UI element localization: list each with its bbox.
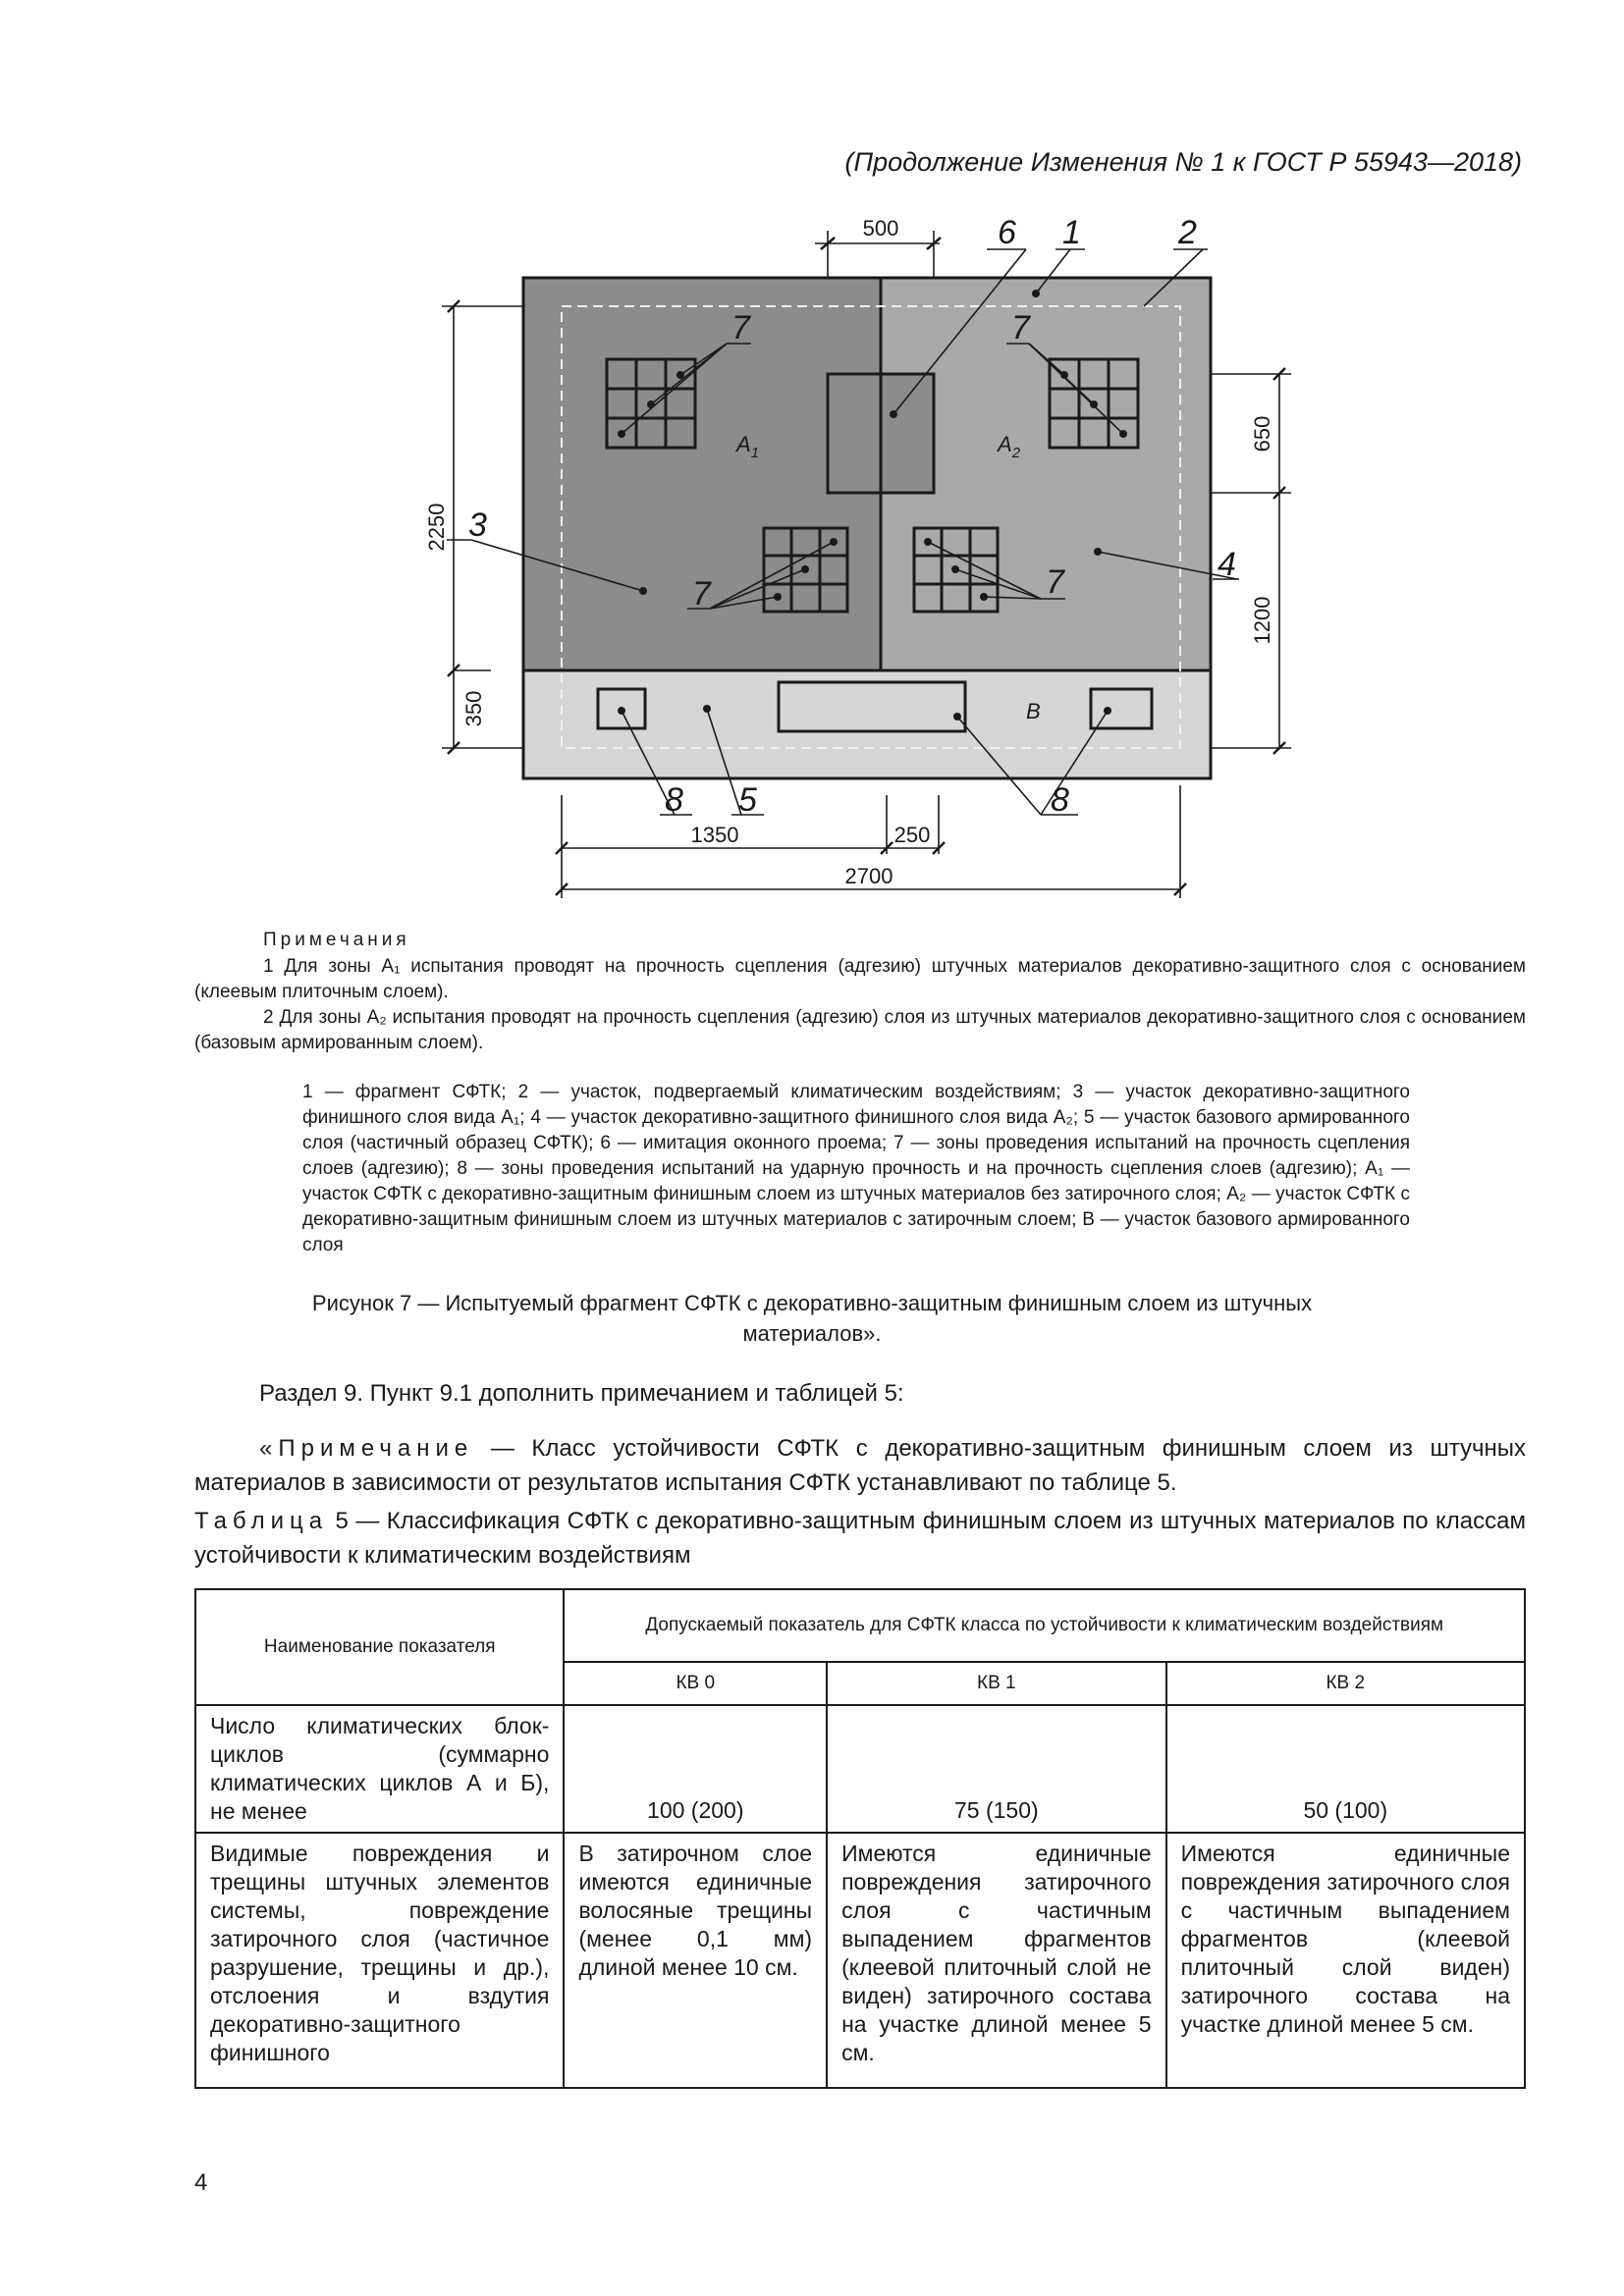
document-header: (Продолжение Изменения № 1 к ГОСТ Р 5594… [844,147,1522,177]
impact-zone-left [596,687,647,730]
zone-a2-label: A2 [996,432,1021,461]
dim-350: 350 [461,691,486,727]
row-name: Число климатических блок-циклов (суммарн… [193,1704,566,1834]
callout-4: 4 [1218,546,1236,583]
callout-2: 2 [1177,214,1197,251]
header-class-kv2: КВ 2 [1164,1661,1527,1706]
note-2: 2 Для зоны A₂ испытания проводят на проч… [194,1007,1526,1053]
zone-a2-area [881,278,1211,670]
row-value: Имеются единичные повреждения затирочног… [826,1832,1167,2089]
dim-2700: 2700 [845,864,893,888]
header-class-kv0: КВ 0 [563,1661,829,1706]
table-caption-text: 5 — Классификация СФТК с декоративно-защ… [194,1508,1526,1569]
test-grid-2 [1048,357,1140,450]
page-number: 4 [194,2169,208,2196]
table-label: Таблица [194,1508,329,1534]
figure-legend: 1 — фрагмент СФТК; 2 — участок, подверга… [302,1082,1410,1255]
callout-7: 7 [1046,563,1065,601]
row-value: 75 (150) [826,1704,1167,1834]
callout-6: 6 [998,214,1016,251]
row-value: В затирочном слое имеются единичные воло… [563,1832,829,2089]
row-value: 50 (100) [1164,1704,1527,1834]
section-heading: Раздел 9. Пункт 9.1 дополнить примечание… [259,1380,904,1407]
header-class-kv1: КВ 1 [826,1661,1167,1706]
note-text: — Класс устойчивости СФТК с декоративно-… [194,1435,1526,1496]
callout-5: 5 [738,781,757,819]
row-name: Видимые повреждения и трещины штучных эл… [193,1832,566,2089]
figure-drawing: 500 650 1200 2250 350 1350 250 2700 6 1 … [424,214,1291,898]
callout-7: 7 [692,575,712,613]
dim-500: 500 [863,216,899,240]
row-value: Имеются единичные повреждения затирочног… [1164,1832,1527,2089]
climatic-zone-outline [561,305,1181,749]
note-1: 1 Для зоны A₁ испытания проводят на проч… [194,956,1526,1002]
callout-7: 7 [731,309,751,347]
table-caption: Таблица 5 — Классификация СФТК с декорат… [194,1504,1526,1573]
callout-7: 7 [1011,309,1031,347]
callout-3: 3 [468,507,487,544]
callout-8: 8 [665,781,683,819]
notes-title: Примечания [263,930,410,950]
callout-1: 1 [1062,214,1081,251]
impact-zone-center [777,680,967,733]
header-group: Допускаемый показатель для СФТК класса п… [563,1588,1526,1663]
test-grid-3 [762,526,849,614]
zone-b-label: B [1026,699,1041,723]
header-indicator: Наименование показателя [193,1588,566,1706]
zone-a1-label: A1 [734,432,759,461]
callout-8: 8 [1051,781,1069,819]
table-row: Число климатических блок-циклов (суммарн… [193,1704,1527,1834]
figure-caption: Рисунок 7 — Испытуемый фрагмент СФТК с д… [311,1291,1313,1346]
test-grid-1 [605,357,697,450]
row-value: 100 (200) [563,1704,829,1834]
dim-2250: 2250 [424,504,449,552]
note-paragraph: «Примечание — Класс устойчивости СФТК с … [194,1431,1526,1500]
dim-1350: 1350 [691,823,739,847]
dim-650: 650 [1250,416,1274,453]
dim-1200: 1200 [1250,597,1274,645]
classification-table: Наименование показателя Допускаемый пока… [193,1588,1527,2089]
note-label: «Примечание [259,1435,474,1462]
dim-250: 250 [894,823,931,847]
table-row: Видимые повреждения и трещины штучных эл… [193,1832,1527,2089]
